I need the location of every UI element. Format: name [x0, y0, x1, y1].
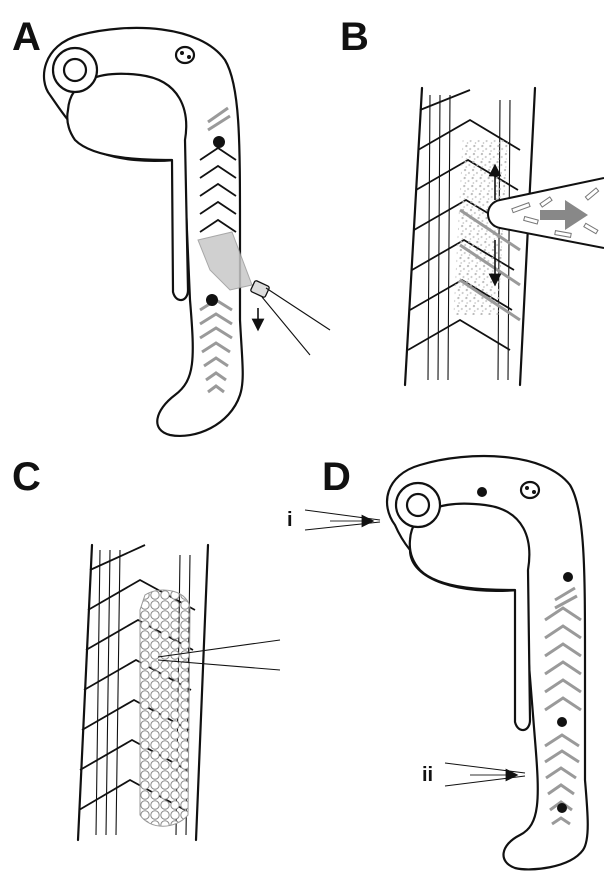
tissue-edge-right-c: [196, 545, 208, 840]
panel-label-d: D: [322, 455, 351, 499]
lens-outline: [64, 59, 86, 81]
panel-label-a: A: [12, 15, 41, 59]
lens-outline-d: [407, 494, 429, 516]
annotation-i: i: [287, 509, 293, 531]
marker-dot-d-head: [477, 487, 487, 497]
otolith-d1: [525, 486, 529, 490]
marker-dot-a2: [206, 294, 218, 306]
otic-vesicle: [176, 47, 194, 63]
otic-vesicle-d: [521, 482, 539, 498]
otolith-d2: [532, 490, 536, 494]
panel-d: D i: [287, 455, 588, 869]
tissue-edge-left-c: [78, 545, 92, 840]
panel-b: B: [340, 15, 604, 385]
marker-dot-d3: [557, 803, 567, 813]
annotation-ii: ii: [422, 764, 433, 786]
otolith-2: [187, 55, 191, 59]
micropipette-d-ii: [445, 763, 525, 786]
yolk-extension-outline: [67, 74, 188, 300]
panel-a: A: [12, 15, 330, 436]
marker-dot-a1: [213, 136, 225, 148]
micropipette-a: [250, 280, 330, 355]
marker-dot-d2: [557, 717, 567, 727]
yolk-extension-outline-d: [410, 504, 530, 730]
marker-dot-d1: [563, 572, 573, 582]
panel-label-c: C: [12, 455, 41, 499]
tissue-edge-left-b: [405, 88, 422, 385]
panel-label-b: B: [340, 15, 369, 59]
cell-cluster-c: [140, 590, 190, 826]
otolith-1: [180, 51, 184, 55]
micropipette-b: [488, 178, 604, 248]
micropipette-d-i: [305, 510, 380, 530]
tissue-edge-right-b: [520, 88, 535, 385]
panel-c: C: [12, 455, 280, 840]
